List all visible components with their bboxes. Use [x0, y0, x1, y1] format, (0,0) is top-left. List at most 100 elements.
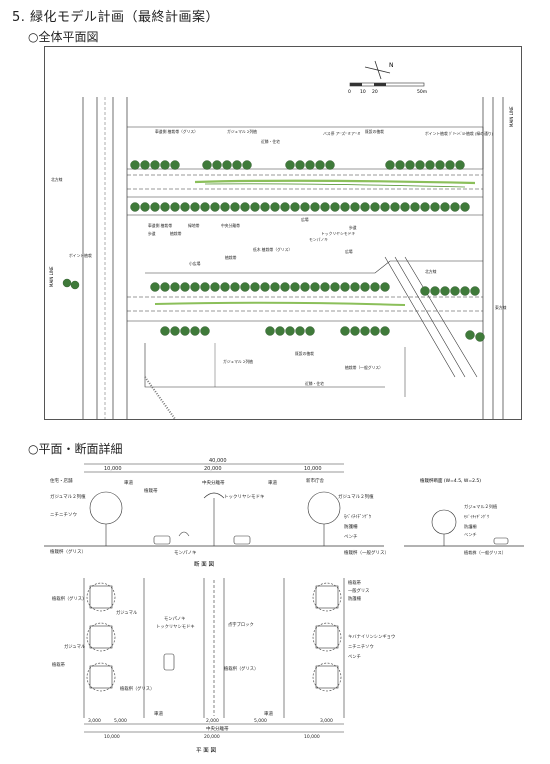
plan-label-right-0: 植栽帯 [348, 579, 362, 586]
section-title-detail: ○平面・断面詳細 [28, 442, 123, 456]
right-vertical-road: MAIN LINE [482, 97, 514, 419]
top-block [127, 126, 484, 198]
dim-right: 10,000 [304, 466, 322, 472]
bottom-dim-0: 3,000 [88, 718, 101, 724]
left-vertical-road: MAIN LINE [49, 97, 128, 419]
callout-lower-3: 植栽帯 [225, 255, 237, 260]
sec-label-left-0: 住宅・店舗 [50, 477, 73, 484]
sec-label-center-2: 車道 [268, 479, 277, 486]
callout-mid-3: 緑地帯 [188, 223, 200, 228]
bottom-label-2: 車道 [264, 710, 273, 717]
bottom-dim-4: 3,000 [320, 718, 333, 724]
plan-label-right-2: 防護柵 [348, 595, 362, 602]
plan-label-right-5: ベンチ [348, 654, 361, 660]
callout-mid-6: モンパノキ [309, 237, 328, 242]
overall-plan-frame: N 0 10 20 50m MAIN LINE MAIN LINE [44, 46, 522, 420]
side-label-4: 植栽桝（一般グリス） [464, 549, 506, 556]
callout-mid-1: 歩道 [148, 231, 156, 236]
dim-total: 40,000 [209, 458, 227, 464]
sec-label-center-4: モンパノキ [174, 550, 197, 556]
left-mainline-label: MAIN LINE [49, 266, 54, 287]
lower-block [144, 343, 406, 420]
sec-label-left-1: ガジュマル２列植 [50, 493, 86, 500]
callout-lower-8: 植栽帯（一般グリス） [345, 365, 383, 370]
bottom-dim-5: 10,000 [104, 734, 120, 740]
side-section: 植栽桝断面 (W=4.5, W=2.5) ガジュマル２列植 ﾓﾊﾞｲﾁｲﾁﾞﾝｹ… [404, 477, 524, 556]
sec-label-right-3: 防護柵 [344, 523, 358, 530]
middle-block [127, 256, 483, 378]
callout-lower-6: 既設の植栽 [295, 351, 314, 356]
plan-label-left-2: ガジュマル [64, 643, 86, 650]
sec-label-center-1: 中央分離帯 [202, 479, 225, 486]
plan-label-left-3: 植栽帯 [52, 661, 66, 668]
sec-label-left-3: 植栽桝（グリス） [50, 548, 86, 555]
bottom-label-1: 中央分離帯 [206, 725, 229, 732]
overall-plan-drawing: N 0 10 20 50m MAIN LINE MAIN LINE [49, 60, 514, 420]
bottom-dim-1: 5,000 [114, 718, 127, 724]
scale-label-10: 10 [360, 89, 366, 95]
plan-label-center-0: モンパノキ [164, 616, 185, 622]
callout-mid-7: 歩道 [349, 225, 357, 230]
section-title-overall: ○全体平面図 [28, 30, 99, 44]
sec-label-center-0: 車道 [124, 479, 133, 486]
north-arrow: N [364, 60, 394, 80]
road-label-2: 北方線 [425, 269, 437, 274]
plan-labels: 植栽桝（グリス） ガジュマル ガジュマル 植栽帯 植栽桝（グリス） モンパノキ … [52, 579, 395, 692]
callout-labels: 車道側 植栽帯（グリス） ガジュマル 2列植 近隣・住宅 バス停 ア''ズ''ミ… [51, 129, 507, 386]
plan-label-right-4: ニチニチソウ [348, 643, 374, 650]
scale-bar: 0 10 20 50m [348, 82, 427, 95]
plan-label-left-1: ガジュマル [116, 609, 138, 616]
scale-label-0: 0 [348, 89, 351, 95]
plan-label-left-0: 植栽桝（グリス） [52, 595, 86, 602]
callout-lower-4: 広場 [345, 249, 353, 254]
detail-drawings: 40,000 10,000 20,000 10,000 住宅・店舗 ガジュマル２… [24, 458, 534, 758]
plan-label-right-3: キバナイリンシンギョウ [348, 633, 395, 640]
sec-label-right-5: 植栽桝（一般グリス） [344, 549, 389, 556]
callout-lower-5: ガジュマル 2列植 [223, 359, 253, 364]
section-labels: 住宅・店舗 ガジュマル２列植 ニチニチソウ 植栽桝（グリス） 車道 中央分離帯 … [50, 477, 389, 556]
side-label-2: 防護柵 [464, 523, 477, 530]
tree-row-2 [130, 202, 470, 212]
scale-label-50m: 50m [417, 89, 427, 95]
bottom-dim-3: 5,000 [254, 718, 267, 724]
plan-caption: 平 面 図 [196, 747, 216, 754]
callout-top-1: ガジュマル 2列植 [227, 129, 257, 134]
bottom-dim-7: 10,000 [304, 734, 320, 740]
callout-top-3: バス停 ア''ズ''ミア''ミ [323, 131, 361, 136]
right-mainline-label: MAIN LINE [509, 106, 514, 127]
callout-mid-5: トックリヤシモドキ [321, 231, 355, 236]
plan-label-center-3: 植栽桝（グリス） [224, 665, 258, 672]
north-label: N [389, 62, 394, 69]
tree-row-4 [160, 326, 485, 342]
callout-lower-0: ポイント植栽 [69, 253, 92, 258]
callout-top-2: 近隣・住宅 [261, 139, 280, 144]
sec-label-right-1: ガジュマル２列植 [338, 493, 374, 500]
bottom-dim-6: 20,000 [204, 734, 220, 740]
detail-drawing: 40,000 10,000 20,000 10,000 住宅・店舗 ガジュマル２… [44, 458, 524, 754]
sec-label-left-2: ニチニチソウ [50, 511, 77, 518]
plan-label-right-1: 一般グリス [348, 587, 369, 594]
road-label-1: 東方線 [495, 305, 507, 310]
plan-view [83, 578, 345, 718]
side-label-3: ベンチ [464, 532, 477, 537]
callout-top-4: 既設の植栽 [365, 129, 384, 134]
sec-label-center-5: 植栽帯 [144, 487, 158, 494]
callout-mid-0: 車道側 植栽帯 [148, 223, 172, 228]
section-caption: 断 面 図 [194, 560, 214, 568]
sec-label-center-3: トックリヤシモドキ [224, 494, 265, 500]
side-section-title: 植栽桝断面 (W=4.5, W=2.5) [420, 477, 481, 484]
bottom-label-0: 車道 [154, 710, 163, 717]
tree-row-1 [130, 160, 465, 170]
sec-label-right-2: ﾓﾊﾞｲﾁｲﾁﾞﾝｹﾞｳ [344, 513, 372, 520]
sec-label-right-4: ベンチ [344, 534, 358, 540]
callout-top-0: 車道側 植栽帯（グリス） [155, 129, 198, 134]
road-label-0: 北方線 [51, 177, 63, 182]
callout-lower-2: 小広場 [189, 261, 201, 266]
section-trees [89, 491, 341, 546]
page-title: 5. 緑化モデル計画（最終計画案） [12, 10, 220, 25]
dim-center: 20,000 [204, 466, 222, 472]
callout-mid-4: 中央分離帯 [221, 223, 240, 228]
plan-label-center-1: トックリヤシモドキ [156, 624, 195, 630]
tree-row-3 [62, 278, 480, 296]
side-label-1: ﾓﾊﾞｲﾁｲﾁﾞﾝｹﾞｳ [464, 514, 489, 519]
